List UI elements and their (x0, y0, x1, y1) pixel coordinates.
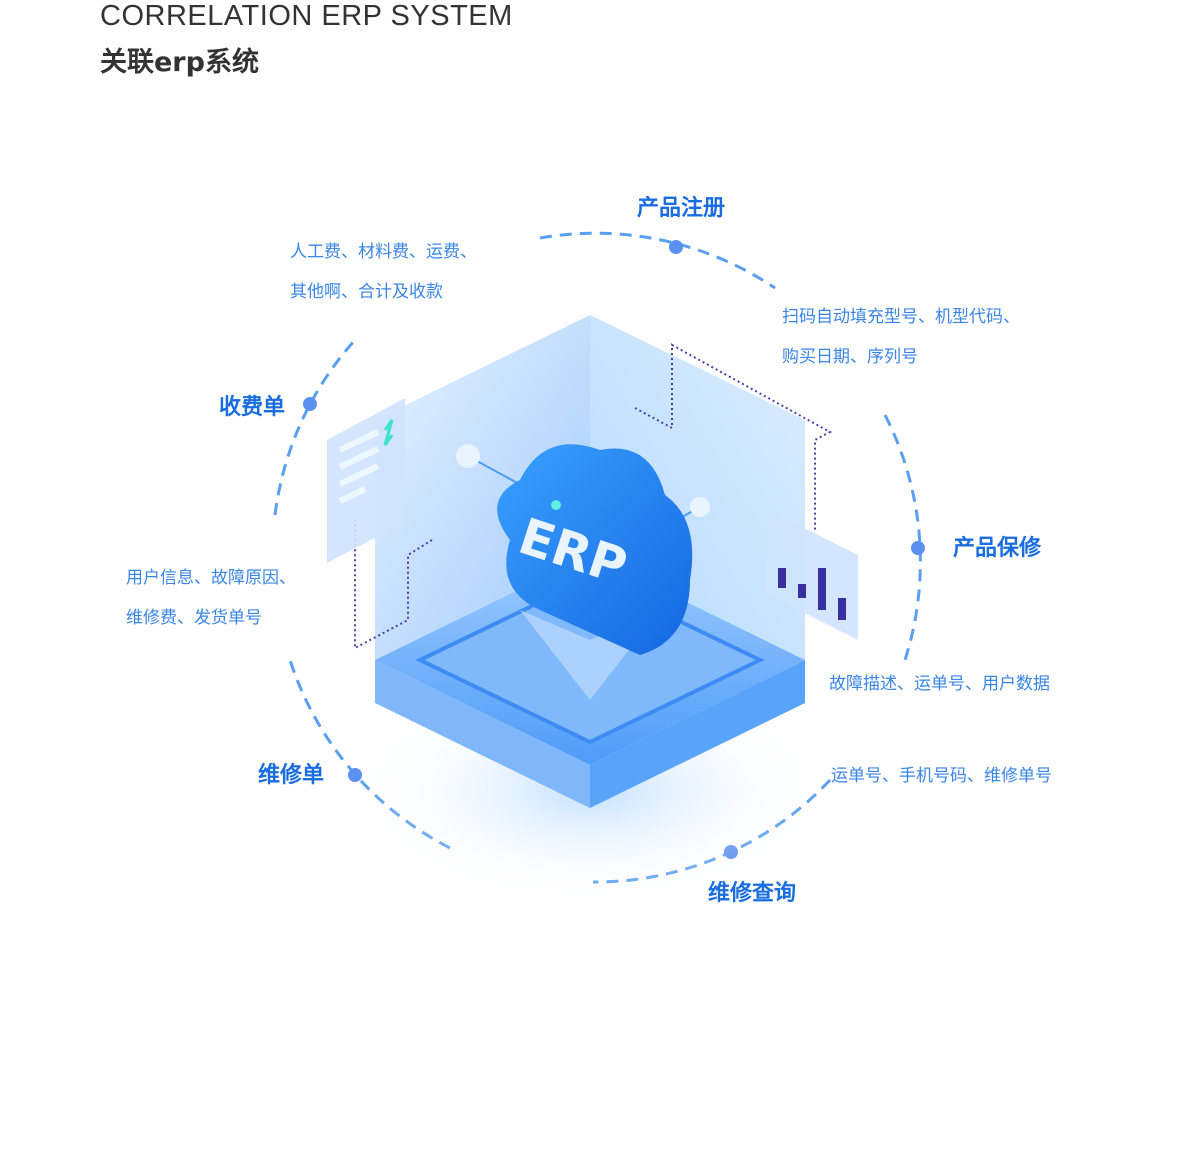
erp-cloud-icon (497, 444, 693, 655)
node-repair-order: 维修单 (258, 763, 325, 788)
desc-product-warranty: 故障描述、运单号、用户数据 (829, 674, 1050, 694)
desc-line: 维修费、发货单号 (126, 608, 262, 628)
arc-top (539, 231, 776, 290)
title-english: CORRELATION ERP SYSTEM (100, 0, 513, 32)
desc-line: 购买日期、序列号 (782, 347, 918, 367)
desc-charge-order: 人工费、材料费、运费、 其他啊、合计及收款 (290, 232, 477, 312)
desc-line: 其他啊、合计及收款 (290, 282, 443, 302)
desc-product-registration: 扫码自动填充型号、机型代码、 购买日期、序列号 (782, 297, 1020, 377)
desc-line: 用户信息、故障原因、 (126, 568, 296, 588)
node-charge-order: 收费单 (219, 395, 286, 420)
desc-line: 人工费、材料费、运费、 (290, 242, 477, 262)
desc-repair-query: 运单号、手机号码、维修单号 (831, 766, 1052, 786)
desc-repair-order: 用户信息、故障原因、 维修费、发货单号 (126, 558, 296, 638)
title-chinese: 关联erp系统 (100, 47, 259, 78)
arc-left (273, 338, 357, 516)
node-product-registration: 产品注册 (637, 196, 726, 221)
arc-right (883, 414, 922, 661)
node-repair-query: 维修查询 (708, 881, 797, 906)
desc-line: 扫码自动填充型号、机型代码、 (782, 307, 1020, 327)
node-product-warranty: 产品保修 (953, 536, 1042, 561)
